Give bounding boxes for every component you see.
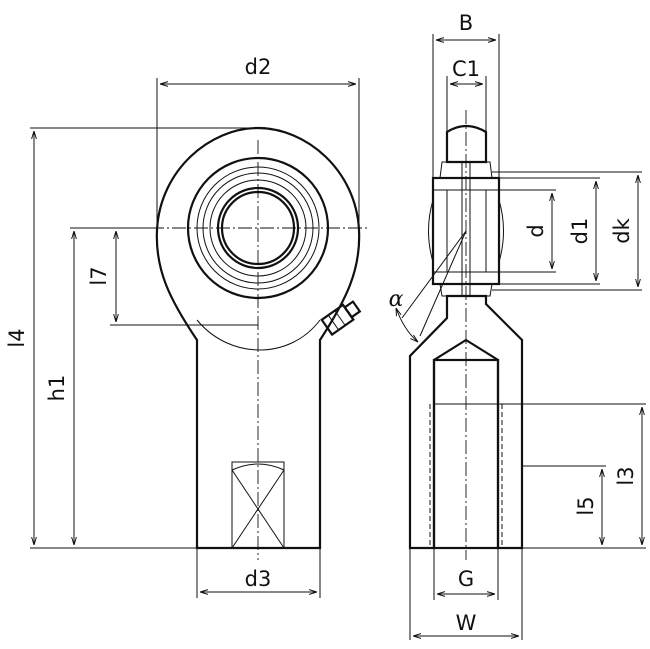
label-d: d [524,224,548,237]
label-l3: l3 [614,466,638,485]
label-alpha: α [389,287,404,312]
section-view: α B C1 d d1 dk l3 l5 [389,11,646,640]
label-d2: d2 [245,55,272,79]
wrench-flat [231,461,285,549]
outer-ring [186,156,330,300]
label-C1: C1 [452,57,480,81]
label-h1: h1 [45,375,69,402]
label-dk: dk [610,217,634,243]
neck-curve [196,319,321,351]
grease-nipple [320,300,362,337]
label-B: B [459,11,473,35]
label-l7: l7 [87,266,111,285]
label-l4: l4 [5,328,29,347]
housing-outline [155,126,361,550]
label-d1: d1 [568,218,592,245]
thread-bore [432,358,500,550]
top-housing-section [445,124,488,164]
alpha-arc [396,308,418,342]
front-view: d2 d3 l4 h1 l7 [5,55,370,598]
label-G: G [458,567,474,591]
label-d3: d3 [245,567,272,591]
inner-ring [216,186,300,270]
label-W: W [456,611,477,635]
label-l5: l5 [574,496,598,515]
bore [220,190,296,266]
